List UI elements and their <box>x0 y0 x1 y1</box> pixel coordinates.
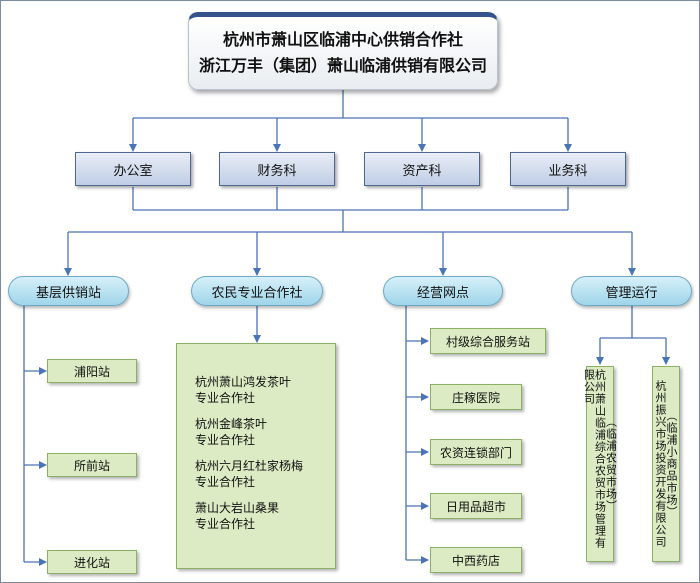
coop-suffix: 专业合作社 <box>195 475 256 489</box>
coop-name: 杭州六月红杜家杨梅 <box>195 459 304 473</box>
management-company-1-name: 杭州萧山临浦综合农贸市场管理有限公司 <box>582 369 607 549</box>
coop-item: 杭州六月红杜家杨梅 专业合作社 <box>195 458 335 490</box>
management-company-2[interactable]: 杭州振兴市场投资开发有限公司 （临浦小商品市场） <box>652 366 680 562</box>
coop-name: 萧山大岩山桑果 <box>195 501 280 515</box>
category-grassroots-stations[interactable]: 基层供销站 <box>8 276 129 306</box>
outlet-daily-goods-supermarket[interactable]: 日用品超市 <box>430 493 522 519</box>
outlet-crop-clinic[interactable]: 庄稼医院 <box>430 384 522 410</box>
station-suoqian[interactable]: 所前站 <box>47 453 137 477</box>
coop-item: 杭州萧山鸿发茶叶 专业合作社 <box>195 374 335 406</box>
management-company-1-note: （临浦农贸市场） <box>604 416 618 512</box>
station-jinhua[interactable]: 进化站 <box>47 550 137 574</box>
outlet-agri-supply-chain[interactable]: 农资连锁部门 <box>430 439 522 465</box>
dept-assets[interactable]: 资产科 <box>364 152 480 186</box>
category-business-outlets[interactable]: 经营网点 <box>383 276 503 306</box>
coop-item: 杭州金峰茶叶 专业合作社 <box>195 416 335 448</box>
coop-suffix: 专业合作社 <box>195 391 256 405</box>
coop-item: 萧山大岩山桑果 专业合作社 <box>195 500 335 532</box>
category-farmer-coops[interactable]: 农民专业合作社 <box>191 276 323 306</box>
organization-title-box: 杭州市萧山区临浦中心供销合作社 浙江万丰（集团）萧山临浦供销有限公司 <box>188 12 498 90</box>
category-management[interactable]: 管理运行 <box>571 276 692 306</box>
management-company-1[interactable]: 杭州萧山临浦综合农贸市场管理有限公司 （临浦农贸市场） <box>582 366 618 562</box>
dept-office[interactable]: 办公室 <box>75 152 191 186</box>
organization-name-1: 杭州市萧山区临浦中心供销合作社 <box>222 30 463 49</box>
outlet-pharmacy[interactable]: 中西药店 <box>430 547 522 573</box>
cooperatives-list: 杭州萧山鸿发茶叶 专业合作社 杭州金峰茶叶 专业合作社 杭州六月红杜家杨梅 专业… <box>176 343 336 569</box>
dept-business[interactable]: 业务科 <box>510 152 626 186</box>
coop-suffix: 专业合作社 <box>195 433 256 447</box>
coop-suffix: 专业合作社 <box>195 517 256 531</box>
dept-finance[interactable]: 财务科 <box>219 152 335 186</box>
organization-name-2: 浙江万丰（集团）萧山临浦供销有限公司 <box>198 56 487 75</box>
coop-name: 杭州金峰茶叶 <box>195 417 268 431</box>
coop-name: 杭州萧山鸿发茶叶 <box>195 375 292 389</box>
outlet-village-service-station[interactable]: 村级综合服务站 <box>430 328 546 354</box>
management-company-2-note: （临浦小商品市场） <box>665 410 678 518</box>
station-puyang[interactable]: 浦阳站 <box>47 359 137 383</box>
management-company-2-name: 杭州振兴市场投资开发有限公司 <box>654 380 667 548</box>
